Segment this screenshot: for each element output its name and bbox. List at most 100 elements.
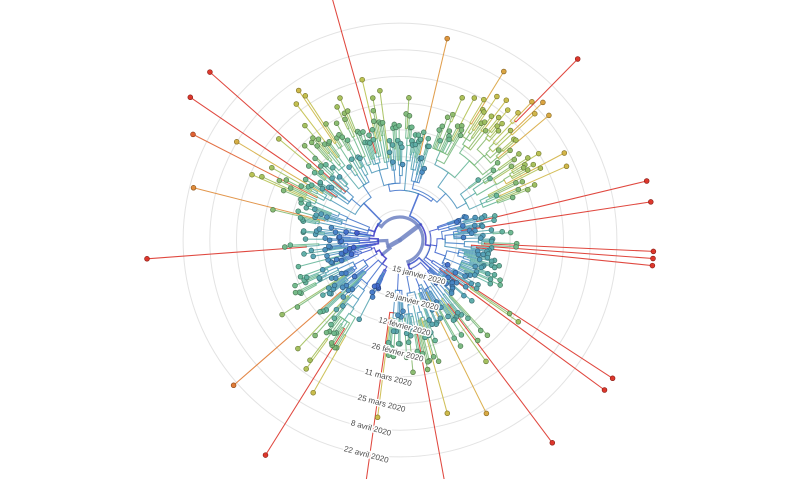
tip-node[interactable] bbox=[451, 335, 457, 341]
branch[interactable] bbox=[444, 238, 479, 252]
branch[interactable] bbox=[332, 280, 346, 290]
branch[interactable] bbox=[350, 250, 363, 255]
tip-node[interactable] bbox=[294, 304, 301, 310]
tip-node[interactable] bbox=[458, 127, 465, 133]
branch[interactable] bbox=[378, 161, 389, 171]
branch[interactable] bbox=[312, 137, 333, 162]
tip-node[interactable] bbox=[422, 334, 428, 341]
branch[interactable] bbox=[333, 322, 343, 334]
tip-node[interactable] bbox=[324, 214, 330, 220]
branch[interactable] bbox=[413, 173, 418, 183]
tip-node[interactable] bbox=[499, 120, 505, 127]
branch[interactable] bbox=[470, 70, 505, 125]
tip-node[interactable] bbox=[609, 375, 616, 382]
tip-node[interactable] bbox=[331, 315, 338, 321]
tip-node[interactable] bbox=[481, 119, 488, 125]
tip-node[interactable] bbox=[601, 387, 608, 393]
tip-node[interactable] bbox=[450, 317, 457, 323]
tip-node[interactable] bbox=[298, 183, 304, 189]
branch[interactable] bbox=[450, 271, 478, 289]
branch[interactable] bbox=[353, 258, 366, 266]
branch[interactable] bbox=[467, 256, 500, 267]
branch[interactable] bbox=[416, 327, 424, 355]
branch[interactable] bbox=[397, 223, 421, 243]
branch[interactable] bbox=[417, 319, 429, 363]
branch[interactable] bbox=[322, 192, 328, 199]
branch[interactable] bbox=[342, 302, 354, 310]
branch[interactable] bbox=[344, 234, 370, 239]
tip-node[interactable] bbox=[406, 95, 412, 101]
branch[interactable] bbox=[489, 125, 498, 134]
tip-node[interactable] bbox=[515, 319, 522, 325]
tip-node[interactable] bbox=[305, 163, 312, 169]
tip-node[interactable] bbox=[519, 178, 526, 185]
tip-node[interactable] bbox=[312, 155, 318, 162]
tip-node[interactable] bbox=[478, 235, 484, 241]
tip-node[interactable] bbox=[561, 150, 568, 156]
tip-node[interactable] bbox=[399, 144, 405, 151]
tip-node[interactable] bbox=[443, 280, 449, 287]
branch[interactable] bbox=[508, 171, 514, 176]
tip-node[interactable] bbox=[504, 107, 511, 113]
branch[interactable] bbox=[407, 263, 411, 270]
tip-node[interactable] bbox=[187, 94, 194, 101]
branch[interactable] bbox=[512, 167, 525, 175]
branch[interactable] bbox=[209, 71, 348, 193]
tip-node[interactable] bbox=[650, 248, 657, 255]
branch[interactable] bbox=[410, 169, 415, 183]
branch[interactable] bbox=[372, 97, 382, 142]
branch[interactable] bbox=[272, 209, 321, 224]
branch[interactable] bbox=[404, 313, 410, 319]
branch[interactable] bbox=[285, 179, 319, 198]
branch[interactable] bbox=[356, 173, 365, 187]
branch[interactable] bbox=[406, 127, 411, 139]
branch[interactable] bbox=[463, 270, 491, 285]
branch[interactable] bbox=[345, 185, 350, 192]
tip-node[interactable] bbox=[490, 167, 497, 174]
branch[interactable] bbox=[306, 268, 329, 279]
tip-node[interactable] bbox=[426, 143, 432, 150]
tip-node[interactable] bbox=[399, 161, 406, 168]
tip-node[interactable] bbox=[403, 354, 410, 361]
tip-node[interactable] bbox=[386, 137, 393, 144]
branch[interactable] bbox=[342, 281, 359, 298]
branch[interactable] bbox=[364, 259, 383, 273]
branch[interactable] bbox=[441, 265, 448, 271]
tip-node[interactable] bbox=[452, 270, 459, 276]
branch[interactable] bbox=[297, 294, 350, 350]
branch[interactable] bbox=[357, 278, 368, 285]
branch[interactable] bbox=[337, 261, 355, 270]
branch[interactable] bbox=[481, 201, 498, 208]
tip-node[interactable] bbox=[574, 56, 581, 62]
branch[interactable] bbox=[377, 317, 394, 418]
branch[interactable] bbox=[332, 0, 377, 154]
branch[interactable] bbox=[415, 333, 421, 359]
branch[interactable] bbox=[315, 201, 341, 215]
branch[interactable] bbox=[307, 186, 319, 194]
tip-node[interactable] bbox=[276, 136, 282, 142]
branch[interactable] bbox=[233, 291, 342, 386]
branch[interactable] bbox=[377, 156, 381, 164]
tip-node[interactable] bbox=[312, 206, 318, 213]
branch[interactable] bbox=[406, 292, 411, 306]
tip-node[interactable] bbox=[435, 358, 442, 365]
branch[interactable] bbox=[343, 312, 351, 321]
branch[interactable] bbox=[481, 242, 517, 248]
branch[interactable] bbox=[387, 174, 401, 185]
tip-node[interactable] bbox=[295, 87, 302, 94]
tip-node[interactable] bbox=[360, 129, 366, 135]
branch[interactable] bbox=[453, 233, 482, 240]
tip-node[interactable] bbox=[429, 321, 435, 328]
branch[interactable] bbox=[438, 271, 444, 277]
tip-node[interactable] bbox=[328, 224, 335, 231]
branch[interactable] bbox=[399, 163, 404, 177]
branch[interactable] bbox=[462, 255, 469, 259]
tip-node[interactable] bbox=[190, 131, 196, 138]
branch[interactable] bbox=[474, 234, 484, 237]
tip-node[interactable] bbox=[495, 147, 502, 153]
tip-node[interactable] bbox=[350, 244, 357, 251]
tip-node[interactable] bbox=[302, 93, 309, 99]
branch[interactable] bbox=[339, 240, 360, 244]
tip-node[interactable] bbox=[326, 290, 333, 297]
tip-node[interactable] bbox=[308, 247, 315, 254]
